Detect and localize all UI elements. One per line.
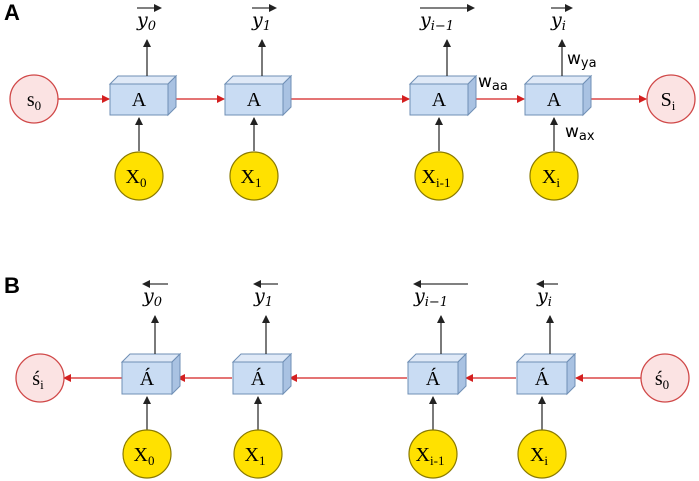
svg-text:y1: y1 bbox=[253, 285, 273, 310]
input-node: Xi-1 bbox=[408, 429, 458, 479]
output-label: yi bbox=[536, 280, 558, 310]
svg-text:Xi: Xi bbox=[530, 444, 548, 468]
svg-text:y0: y0 bbox=[142, 285, 162, 310]
svg-text:s0: s0 bbox=[27, 89, 41, 113]
rnn-cell: Á bbox=[515, 352, 577, 396]
rnn-cell: Á bbox=[406, 352, 468, 396]
output-label: y0 bbox=[142, 280, 168, 310]
input-node: X0 bbox=[114, 151, 164, 201]
weight-label-aa: waa bbox=[478, 72, 508, 94]
svg-text:Si: Si bbox=[661, 89, 676, 113]
output-label: yi−1 bbox=[413, 280, 468, 310]
cell-label: Á bbox=[140, 367, 155, 390]
cell-label: Á bbox=[251, 367, 266, 390]
svg-text:Xi: Xi bbox=[542, 166, 560, 190]
rnn-cell: A bbox=[223, 74, 293, 117]
rnn-cell: A bbox=[408, 74, 478, 117]
svg-text:yi: yi bbox=[536, 285, 552, 310]
svg-text:X0: X0 bbox=[134, 444, 155, 468]
output-label: y1 bbox=[251, 4, 277, 34]
rnn-cell: A bbox=[523, 74, 593, 117]
rnn-cell: Á bbox=[231, 352, 293, 396]
panel-a: A s0 Si A A bbox=[4, 0, 696, 201]
input-node: Xi bbox=[529, 151, 579, 201]
cell-label: A bbox=[432, 89, 447, 111]
input-node: X0 bbox=[122, 429, 172, 479]
svg-text:ś0: ś0 bbox=[655, 368, 669, 392]
cell-label: Á bbox=[426, 367, 441, 390]
svg-text:yi−1: yi−1 bbox=[413, 285, 448, 310]
cell-label: A bbox=[132, 89, 147, 111]
weight-label-ax: wax bbox=[565, 122, 595, 144]
svg-text:śi: śi bbox=[32, 368, 44, 392]
end-state-node: śi bbox=[15, 353, 65, 403]
input-node: X1 bbox=[229, 151, 279, 201]
output-label: yi−1 bbox=[419, 4, 475, 34]
cell-label: A bbox=[547, 89, 562, 111]
svg-text:y0: y0 bbox=[136, 9, 156, 34]
input-node: X1 bbox=[233, 429, 283, 479]
output-label: y0 bbox=[136, 4, 162, 34]
svg-text:X0: X0 bbox=[126, 166, 147, 190]
svg-text:X1: X1 bbox=[245, 444, 266, 468]
output-label: yi bbox=[550, 4, 573, 34]
panel-b-label: B bbox=[4, 273, 20, 298]
start-state-node: s0 bbox=[9, 74, 59, 124]
svg-text:yi: yi bbox=[550, 9, 566, 34]
input-node: Xi-1 bbox=[414, 151, 464, 201]
svg-text:Xi-1: Xi-1 bbox=[416, 444, 445, 468]
rnn-cell: Á bbox=[120, 352, 182, 396]
rnn-cell: A bbox=[108, 74, 178, 117]
svg-text:Xi-1: Xi-1 bbox=[422, 166, 451, 190]
input-node: Xi bbox=[517, 429, 567, 479]
panel-b: B śi ś0 Á Á bbox=[4, 273, 690, 479]
cell-label: A bbox=[247, 89, 262, 111]
svg-text:y1: y1 bbox=[251, 9, 271, 34]
svg-text:yi−1: yi−1 bbox=[419, 9, 454, 34]
svg-text:X1: X1 bbox=[241, 166, 262, 190]
output-label: y1 bbox=[253, 280, 278, 310]
weight-label-ya: wya bbox=[567, 49, 597, 71]
cell-label: Á bbox=[535, 367, 550, 390]
panel-a-label: A bbox=[4, 0, 20, 25]
start-state-node: ś0 bbox=[640, 353, 690, 403]
end-state-node: Si bbox=[646, 74, 696, 124]
